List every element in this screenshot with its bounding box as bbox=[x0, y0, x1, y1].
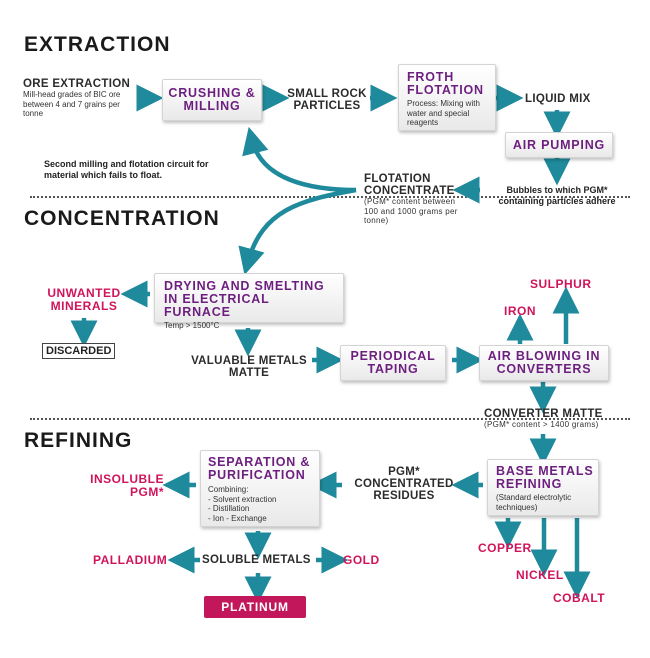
flotation-concentrate: FLOTATION CONCENTRATE (PGM* content betw… bbox=[364, 173, 462, 226]
froth-flotation-box: FROTH FLOTATION Process: Mixing with wat… bbox=[398, 64, 496, 131]
insoluble-pgm-product: INSOLUBLE PGM* bbox=[90, 472, 164, 499]
iron-product: IRON bbox=[504, 304, 536, 318]
base-metals-refining-title: BASE METALS REFINING bbox=[496, 464, 594, 491]
separation-purification-title: SEPARATION & PURIFICATION bbox=[208, 455, 311, 482]
palladium-product: PALLADIUM bbox=[93, 553, 168, 567]
liquid-mix: LIQUID MIX bbox=[525, 93, 591, 105]
periodical-taping-box: PERIODICAL TAPING bbox=[340, 345, 446, 381]
platinum-product: PLATINUM bbox=[204, 596, 306, 618]
discarded-label: DISCARDED bbox=[42, 343, 116, 359]
flotation-concentrate-subtitle: (PGM* content between 100 and 1000 grams… bbox=[364, 197, 458, 225]
drying-smelting-title: DRYING AND SMELTING IN ELECTRICAL FURNAC… bbox=[164, 279, 325, 319]
separation-purification-box: SEPARATION & PURIFICATION Combining: - S… bbox=[200, 450, 320, 527]
base-metals-refining-subtitle: (Standard electrolytic techniques) bbox=[496, 493, 572, 512]
crushing-milling-title: CRUSHING & MILLING bbox=[168, 86, 256, 113]
froth-flotation-subtitle: Process: Mixing with water and special r… bbox=[407, 99, 480, 127]
section-title-concentration: CONCENTRATION bbox=[24, 207, 220, 230]
air-blowing-box: AIR BLOWING IN CONVERTERS bbox=[479, 345, 609, 381]
base-metals-refining-box: BASE METALS REFINING (Standard electroly… bbox=[487, 459, 599, 516]
froth-flotation-title: FROTH FLOTATION bbox=[407, 70, 484, 97]
drying-smelting-subtitle: Temp > 1500°C bbox=[164, 321, 220, 330]
converter-matte: CONVERTER MATTE (PGM* content > 1400 gra… bbox=[484, 408, 603, 430]
drying-smelting-box: DRYING AND SMELTING IN ELECTRICAL FURNAC… bbox=[154, 273, 344, 330]
section-divider bbox=[30, 418, 630, 420]
nickel-product: NICKEL bbox=[516, 568, 564, 582]
converter-matte-title: CONVERTER MATTE bbox=[484, 408, 603, 420]
air-pumping-box: AIR PUMPING bbox=[505, 132, 613, 158]
copper-product: COPPER bbox=[478, 541, 532, 555]
soluble-metals: SOLUBLE METALS bbox=[202, 554, 311, 566]
valuable-metals-matte: VALUABLE METALS MATTE bbox=[191, 355, 307, 379]
second-milling-note: Second milling and flotation circuit for… bbox=[44, 159, 209, 180]
small-rock-particles: SMALL ROCK PARTICLES bbox=[287, 88, 367, 112]
section-title-extraction: EXTRACTION bbox=[24, 33, 171, 56]
air-pumping-title: AIR PUMPING bbox=[512, 138, 606, 152]
cobalt-product: COBALT bbox=[553, 591, 606, 605]
crushing-milling-box: CRUSHING & MILLING bbox=[162, 79, 262, 121]
sulphur-product: SULPHUR bbox=[530, 277, 592, 291]
gold-product: GOLD bbox=[343, 553, 380, 567]
converter-matte-subtitle: (PGM* content > 1400 grams) bbox=[484, 420, 599, 429]
periodical-taping-title: PERIODICAL TAPING bbox=[350, 349, 436, 376]
bubbles-note: Bubbles to which PGM* containing particl… bbox=[498, 185, 616, 206]
ore-extraction-subtitle: Mill-head grades of BIC ore between 4 an… bbox=[23, 90, 121, 118]
unwanted-minerals: UNWANTED MINERALS bbox=[47, 286, 121, 313]
pgm-concentrated-residues: PGM* CONCENTRATED RESIDUES bbox=[354, 466, 454, 502]
section-title-refining: REFINING bbox=[24, 429, 133, 452]
ore-extraction-title: ORE EXTRACTION bbox=[23, 78, 131, 90]
separation-purification-subtitle: Combining: - Solvent extraction - Distil… bbox=[208, 485, 277, 523]
air-blowing-title: AIR BLOWING IN CONVERTERS bbox=[487, 349, 601, 376]
ore-extraction: ORE EXTRACTION Mill-head grades of BIC o… bbox=[23, 78, 141, 119]
flotation-concentrate-title: FLOTATION CONCENTRATE bbox=[364, 173, 455, 197]
